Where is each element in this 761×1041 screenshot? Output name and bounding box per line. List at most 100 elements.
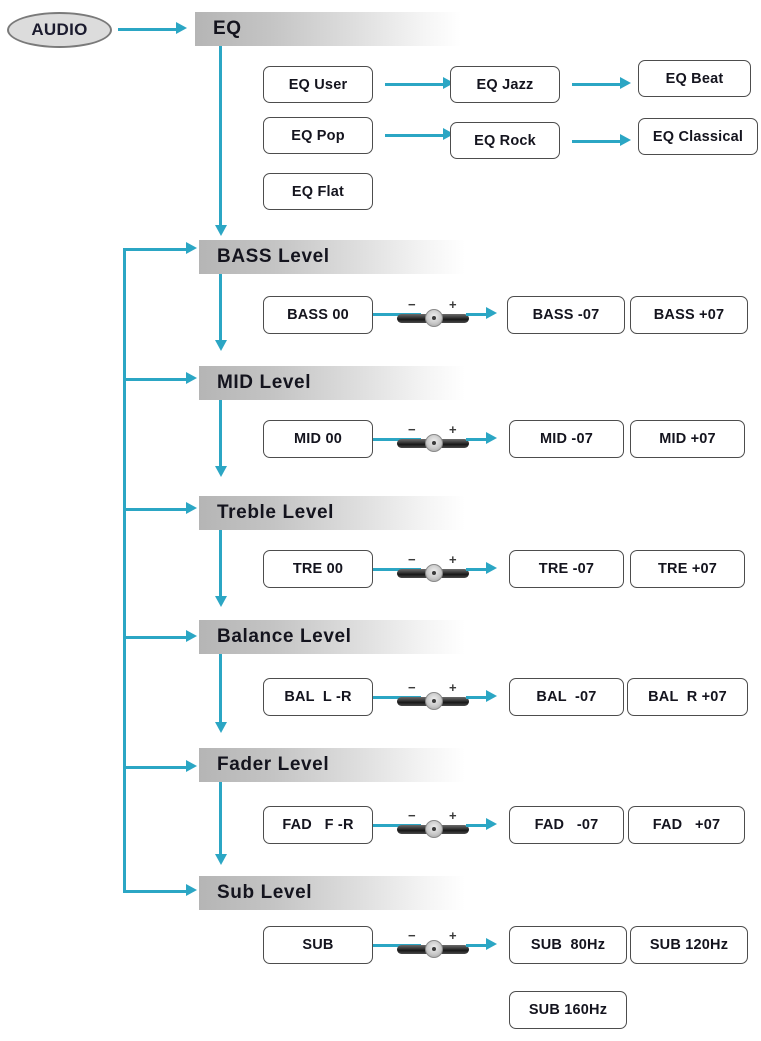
section-header-balance-label: Balance Level [217,626,352,647]
section-header-eq-label: EQ [213,18,242,39]
arrowhead-bus-to-mid [186,372,197,384]
value-box-sub-80hz[interactable]: SUB 80Hz [509,926,627,964]
connector-bass-box-to-slider [373,313,421,316]
value-box-mid-min[interactable]: MID -07 [509,420,624,458]
menu-box-eq-jazz[interactable]: EQ Jazz [450,66,560,103]
menu-box-label: EQ Jazz [476,76,534,93]
value-box-label: BASS 00 [287,307,349,323]
menu-box-label: EQ Flat [291,183,345,200]
slider-plus-icon: + [449,680,457,695]
connector-bass-to-mid [219,274,222,340]
arrowhead-sub-slider-to-min [486,938,497,950]
connector-treble-to-balance [219,530,222,596]
slider-plus-icon: + [449,422,457,437]
audio-root-label: AUDIO [31,20,88,39]
value-box-fader-min[interactable]: FAD -07 [509,806,624,844]
value-box-balance-min[interactable]: BAL -07 [509,678,624,716]
slider-bass[interactable]: − + [397,298,469,329]
arrowhead-treble-to-balance [215,596,227,607]
slider-knob[interactable] [425,692,443,710]
arrowhead-eq-rock-to-classical [620,134,631,146]
section-header-fader-label: Fader Level [217,754,330,775]
value-box-label: BAL L -R [284,689,352,705]
section-header-mid-label: MID Level [217,372,312,393]
connector-balance-box-to-slider [373,696,421,699]
slider-minus-icon: − [408,297,416,312]
value-box-label: BAL R +07 [648,689,727,705]
value-box-bass-max[interactable]: BASS +07 [630,296,748,334]
value-box-label: MID 00 [294,431,342,447]
arrowhead-bus-to-bass [186,242,197,254]
section-header-treble-label: Treble Level [217,502,335,523]
section-header-sub[interactable]: Sub Level [199,876,465,910]
connector-bus-to-mid [123,378,186,381]
section-header-balance[interactable]: Balance Level [199,620,465,654]
slider-balance[interactable]: − + [397,681,469,712]
connector-mid-to-treble [219,400,222,466]
menu-box-label: EQ Beat [665,70,724,87]
value-box-balance-max[interactable]: BAL R +07 [627,678,748,716]
value-box-balance-current[interactable]: BAL L -R [263,678,373,716]
arrowhead-bass-to-mid [215,340,227,351]
connector-bus-to-bass [123,248,186,251]
value-box-label: BASS -07 [532,307,600,323]
audio-root-node[interactable]: AUDIO [7,12,112,48]
menu-box-eq-pop[interactable]: EQ Pop [263,117,373,154]
arrowhead-fader-slider-to-min [486,818,497,830]
menu-box-label: EQ Rock [474,132,536,149]
value-box-fader-current[interactable]: FAD F -R [263,806,373,844]
menu-box-eq-flat[interactable]: EQ Flat [263,173,373,210]
connector-left-bus [123,248,126,893]
slider-sub[interactable]: − + [397,929,469,960]
connector-fader-box-to-slider [373,824,421,827]
slider-minus-icon: − [408,552,416,567]
section-header-eq[interactable]: EQ [195,12,461,46]
menu-box-eq-rock[interactable]: EQ Rock [450,122,560,159]
menu-box-eq-classical[interactable]: EQ Classical [638,118,758,155]
connector-bus-to-fader [123,766,186,769]
section-header-fader[interactable]: Fader Level [199,748,465,782]
connector-balance-to-fader [219,654,222,722]
value-box-treble-current[interactable]: TRE 00 [263,550,373,588]
value-box-fader-max[interactable]: FAD +07 [628,806,745,844]
connector-sub-box-to-slider [373,944,421,947]
value-box-treble-min[interactable]: TRE -07 [509,550,624,588]
value-box-label: SUB 120Hz [649,937,729,953]
menu-box-eq-beat[interactable]: EQ Beat [638,60,751,97]
slider-knob[interactable] [425,309,443,327]
value-box-label: TRE -07 [538,561,595,577]
connector-bus-to-treble [123,508,186,511]
value-box-bass-current[interactable]: BASS 00 [263,296,373,334]
arrowhead-eq-user-to-jazz [443,77,454,89]
arrowhead-bus-to-balance [186,630,197,642]
slider-fader[interactable]: − + [397,809,469,840]
value-box-treble-max[interactable]: TRE +07 [630,550,745,588]
value-box-sub-current[interactable]: SUB [263,926,373,964]
slider-treble[interactable]: − + [397,553,469,584]
value-box-mid-max[interactable]: MID +07 [630,420,745,458]
slider-mid[interactable]: − + [397,423,469,454]
value-box-label: MID -07 [540,431,593,447]
value-box-sub-160hz[interactable]: SUB 160Hz [509,991,627,1029]
arrowhead-bus-to-fader [186,760,197,772]
arrowhead-fader-to-sub [215,854,227,865]
slider-knob[interactable] [425,940,443,958]
slider-knob[interactable] [425,434,443,452]
section-header-sub-label: Sub Level [217,882,313,903]
slider-plus-icon: + [449,552,457,567]
connector-eq-to-bass [219,46,222,226]
connector-eq-rock-to-classical [572,140,620,143]
section-header-bass[interactable]: BASS Level [199,240,465,274]
value-box-mid-current[interactable]: MID 00 [263,420,373,458]
value-box-bass-min[interactable]: BASS -07 [507,296,625,334]
menu-box-eq-user[interactable]: EQ User [263,66,373,103]
value-box-sub-120hz[interactable]: SUB 120Hz [630,926,748,964]
slider-minus-icon: − [408,928,416,943]
section-header-treble[interactable]: Treble Level [199,496,465,530]
section-header-mid[interactable]: MID Level [199,366,465,400]
slider-knob[interactable] [425,820,443,838]
slider-knob[interactable] [425,564,443,582]
value-box-label: TRE +07 [657,561,718,577]
arrowhead-balance-slider-to-min [486,690,497,702]
